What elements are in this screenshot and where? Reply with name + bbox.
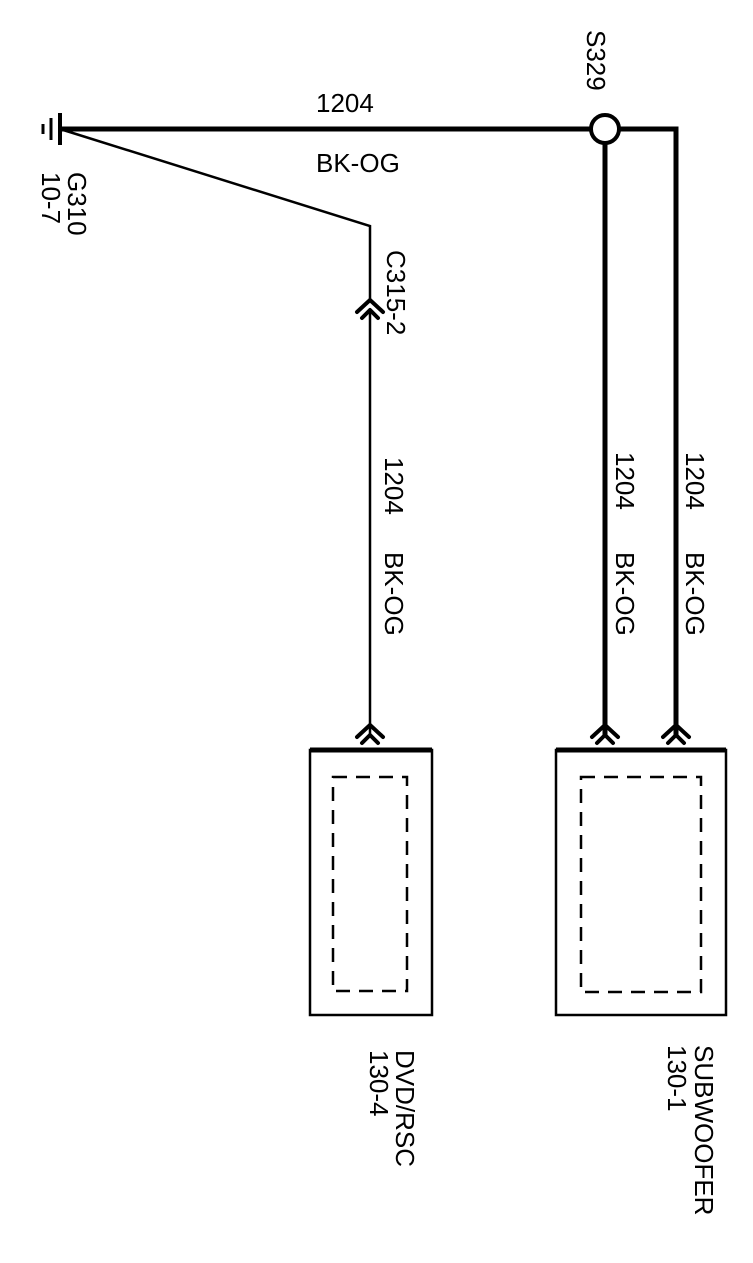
dvd-name-label: DVD/RSC [390,1050,420,1167]
wire-color-label-sub2: BK-OG [680,552,710,636]
wire-circuit-label-top: 1204 [316,88,374,118]
wire-circuit-label-sub2: 1204 [680,452,710,510]
subwoofer-component [554,747,728,1017]
wire-color-label-top: BK-OG [316,148,400,178]
dvd-ref-label: 130-4 [364,1050,394,1117]
subwoofer-connector-chevron-1 [590,723,620,745]
subwoofer-ref-label: 130-1 [662,1045,692,1112]
wire-ground-to-connector [59,127,372,300]
connector-label: C315-2 [381,250,411,335]
subwoofer-connector-chevron-2 [661,723,691,745]
splice-node [589,113,621,145]
ground-ref-label: 10-7 [36,172,66,224]
wire-splice-to-subwoofer-2 [619,126,679,735]
wire-color-label-sub1: BK-OG [610,552,640,636]
ground-id-label: G310 [62,172,92,236]
dvd-connector-chevron [355,723,385,745]
wire-color-label-dvd: BK-OG [379,552,409,636]
wire-circuit-label-dvd: 1204 [379,457,409,515]
subwoofer-name-label: SUBWOOFER [689,1045,719,1215]
connector-c315-chevron [355,298,385,320]
splice-label: S329 [581,30,611,91]
ground-symbol [41,113,62,145]
dvd-rsc-component [308,747,434,1017]
wire-circuit-label-sub1: 1204 [610,452,640,510]
